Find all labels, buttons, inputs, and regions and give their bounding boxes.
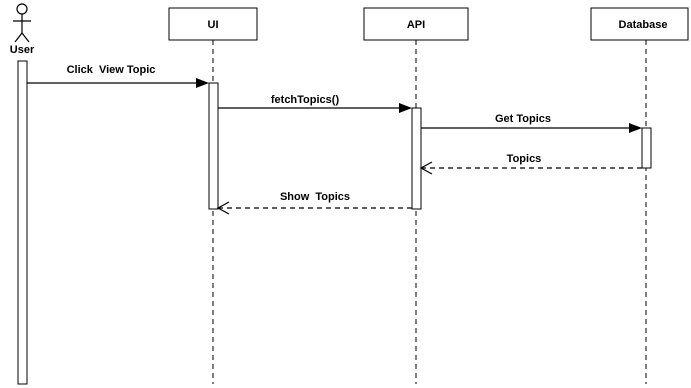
- message-show-topics-return: Show Topics: [216, 191, 412, 215]
- participant-label: API: [407, 19, 425, 31]
- open-arrowhead-icon: [216, 201, 230, 215]
- activation-ui: [208, 82, 219, 210]
- filled-arrowhead-icon: [629, 123, 642, 133]
- actor-user: User: [10, 3, 35, 56]
- message-label: Show Topics: [280, 191, 350, 203]
- participant-database: Database: [590, 7, 689, 41]
- participant-ui: UI: [168, 7, 258, 41]
- participant-api: API: [363, 7, 469, 41]
- activation-api: [411, 107, 422, 210]
- activation-user: [17, 60, 28, 385]
- participant-label: UI: [208, 19, 219, 31]
- message-get-topics: Get Topics: [421, 113, 642, 133]
- stick-figure-icon: [13, 3, 31, 43]
- message-label: Topics: [507, 153, 542, 165]
- participant-label: Database: [619, 19, 668, 31]
- open-arrowhead-icon: [419, 161, 433, 175]
- message-label: Get Topics: [495, 113, 551, 125]
- filled-arrowhead-icon: [399, 103, 412, 113]
- message-label: Click View Topic: [67, 64, 156, 76]
- message-topics-return: Topics: [419, 153, 642, 175]
- message-fetch-topics: fetchTopics(): [218, 94, 412, 113]
- message-click-view-topic: Click View Topic: [27, 64, 209, 88]
- message-label: fetchTopics(): [271, 94, 340, 106]
- filled-arrowhead-icon: [196, 78, 209, 88]
- activation-database: [641, 127, 652, 169]
- actor-label: User: [10, 44, 35, 56]
